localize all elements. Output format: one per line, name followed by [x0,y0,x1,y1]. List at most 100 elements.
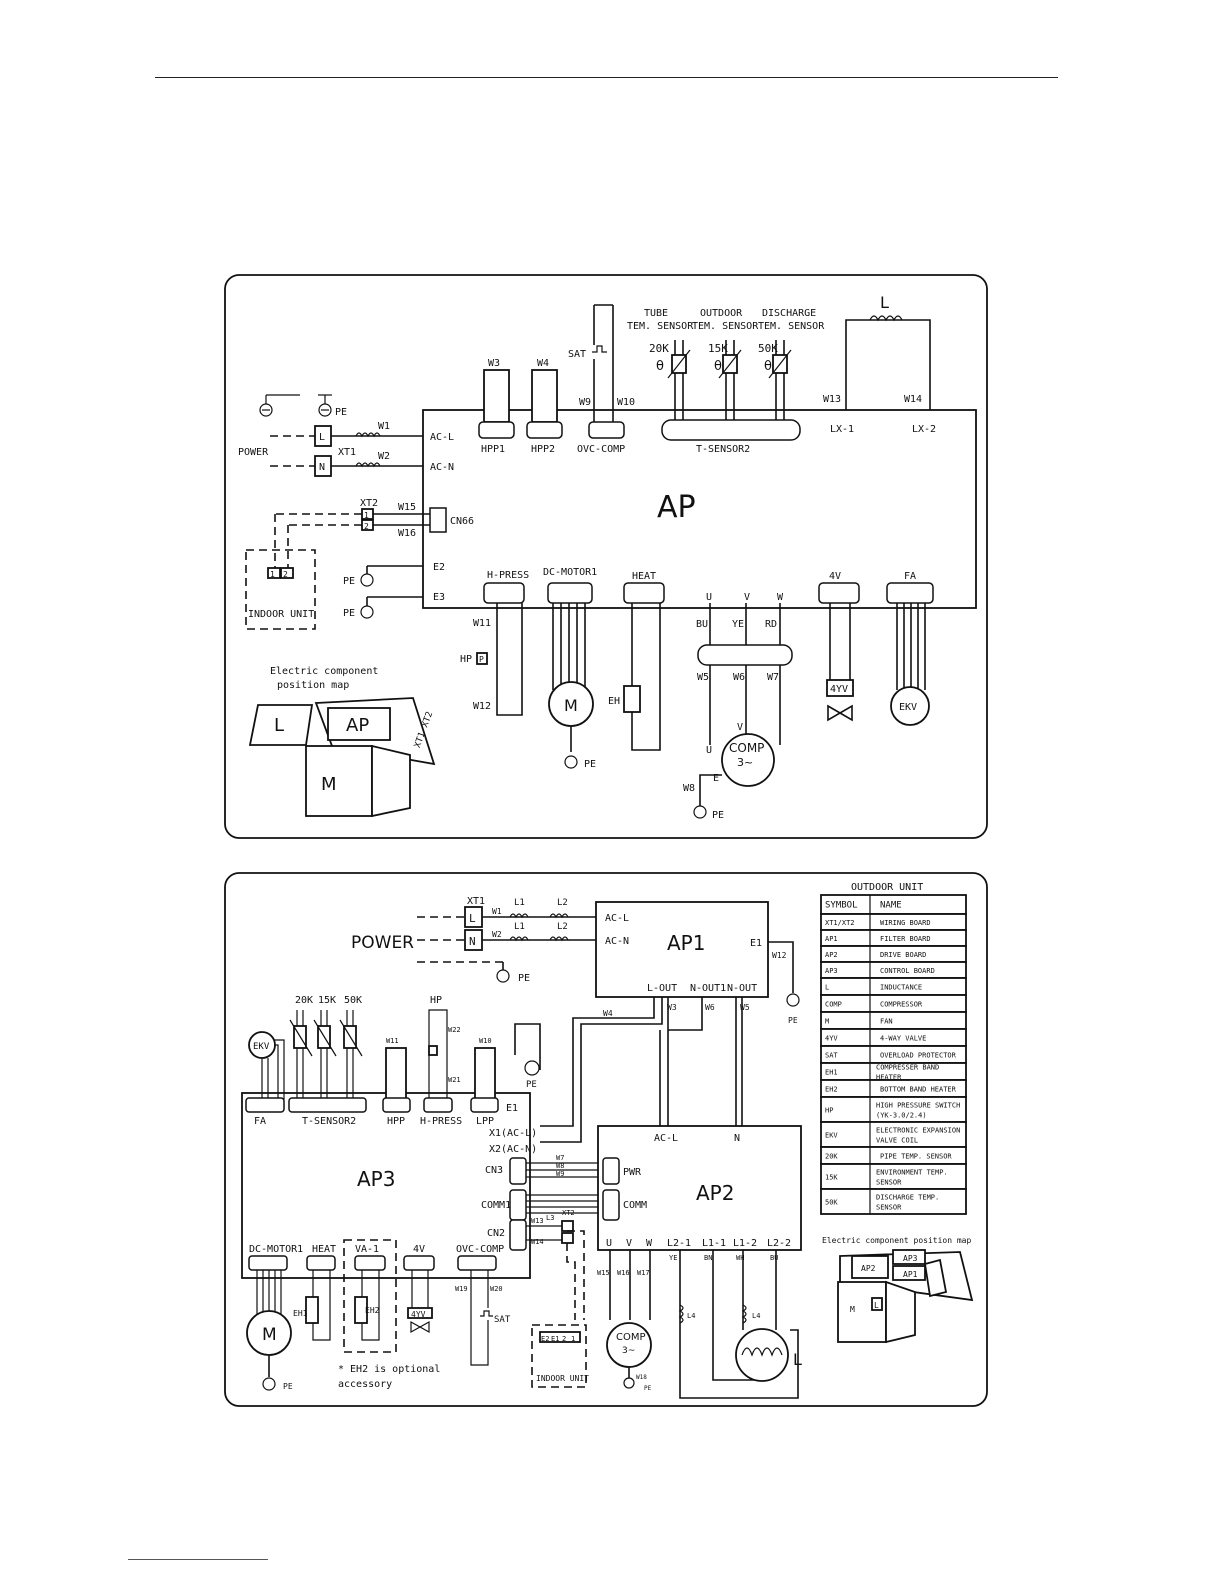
indoor-term-2: 2 [562,1335,566,1343]
4yv-valve-icon-2 [410,1320,430,1334]
ap2-l1-1: L1-1 [702,1238,726,1249]
w15-label-2: W15 [597,1269,610,1277]
ecp-label-1: Electric component [270,666,378,677]
4v-connector-2 [403,1255,435,1271]
xt2-1-label: 1 [364,511,369,520]
ac-n-label: AC-N [430,462,454,473]
xt1-n-label: N [319,462,325,473]
pwr-label: PWR [623,1167,642,1178]
legend-name: CONTROL BOARD [880,967,935,975]
l-out-label: L-OUT [647,983,677,994]
ekv-label: EKV [899,702,917,713]
w6-label: W6 [733,672,745,683]
cn66-connector [429,507,447,533]
dc-motor1-connector-2 [248,1255,288,1271]
r50k-label-2: 50K [344,995,362,1006]
cn66-label: CN66 [450,516,474,527]
fa-wires [261,1039,285,1100]
legend-title: OUTDOOR UNIT [851,882,923,893]
legend-symbol: 50K [825,1199,838,1207]
r50k-label: 50K [758,342,778,355]
legend-name: (YK-3.0/2.4) [876,1112,927,1120]
w12-label-2: W12 [772,951,787,960]
map-m-label: M [321,774,337,795]
legend-name: DRIVE BOARD [880,951,926,959]
dc-motor-wires [552,603,586,690]
ap3-e1-label: E1 [506,1103,518,1114]
t-sensor2-connector [661,419,801,441]
indoor-term-e1: E1 [551,1335,559,1343]
diagram1-frame [224,274,988,839]
ap2-label: AP2 [696,1181,734,1205]
legend-header-symbol: SYMBOL [825,901,858,911]
indoor-unit-label-2: INDOOR UNIT [536,1374,589,1383]
wh-label: WH [736,1254,744,1262]
dc-motor1-label-2: DC-MOTOR1 [249,1244,303,1255]
indoor-term-2: 2 [283,570,288,579]
v-label: V [744,592,750,603]
sat-switch-symbol [592,345,607,353]
4yv-coil-2 [407,1307,433,1319]
hpp2-label: HPP2 [531,444,555,455]
w10-label-2: W10 [479,1037,492,1045]
ye-label-2: YE [669,1254,677,1262]
compressor-2 [606,1322,652,1368]
ap1-label: AP1 [667,931,705,955]
comm-connector [602,1189,620,1221]
map-l-label: L [274,715,284,736]
l2-label-a: L2 [557,898,568,908]
pe-label-e2: PE [343,576,355,587]
bn-label: BN [704,1254,712,1262]
ac-l-label: AC-L [430,432,454,443]
legend-symbol: M [825,1018,829,1026]
hpp2-connector [526,421,563,439]
compressor [721,733,775,787]
legend-name: ELECTRONIC EXPANSION [876,1127,960,1135]
ekv-coil [890,686,930,726]
legend-name: INDUCTANCE [880,984,922,992]
legend-symbol: 20K [825,1153,838,1161]
va1-connector [354,1255,386,1271]
4yv-valve-icon [827,704,853,722]
h-press-label-2: H-PRESS [420,1116,462,1127]
comm-label: COMM [623,1200,647,1211]
ekv-label-2: EKV [253,1042,270,1052]
legend-symbol: HP [825,1107,833,1115]
diagram-outdoor-wiring: POWER PE XT1 L N W1 W2 L1 L2 L1 L2 AP1 A… [224,872,988,1407]
rd-label: RD [765,619,777,630]
w15-label: W15 [398,502,416,513]
hp-label-2: HP [430,995,442,1006]
ap3-label: AP3 [357,1167,395,1191]
heat-connector-2 [306,1255,336,1271]
fa-label: FA [904,571,916,582]
ap1-ac-n: AC-N [605,936,629,947]
indoor-unit-box [245,549,316,630]
indoor-unit-label: INDOOR UNIT [248,609,314,620]
w19-label: W19 [455,1285,468,1293]
legend-symbol: EH1 [825,1069,838,1077]
ap1-ac-l: AC-L [605,913,629,924]
w4-label: W4 [537,358,549,369]
w11-label-2: W11 [386,1037,399,1045]
hpp1-label: HPP1 [481,444,505,455]
bu-label-2: BU [770,1254,778,1262]
header-rule [155,77,1058,78]
ap2-u: U [606,1238,612,1249]
w21-label: W21 [448,1076,461,1084]
legend-name: OVERLOAD PROTECTOR [880,1052,957,1060]
power-label-2: POWER [351,933,414,953]
xt2-label-2: XT2 [562,1209,575,1217]
legend-symbol: L [825,984,829,992]
comp-earth-wire [699,774,722,806]
comm1-connector [509,1189,527,1221]
indoor-term-1: 1 [270,570,275,579]
h-press-connector [483,582,525,604]
hpp1-connector [478,421,515,439]
l3-label: L3 [546,1214,554,1222]
theta-1: θ [656,359,664,374]
legend-name: HIGH PRESSURE SWITCH [876,1102,960,1110]
position-map-2: AP2 AP3 AP1 M L [837,1249,974,1344]
w2-label: W2 [378,451,390,462]
tube-label: TUBE [644,308,668,319]
